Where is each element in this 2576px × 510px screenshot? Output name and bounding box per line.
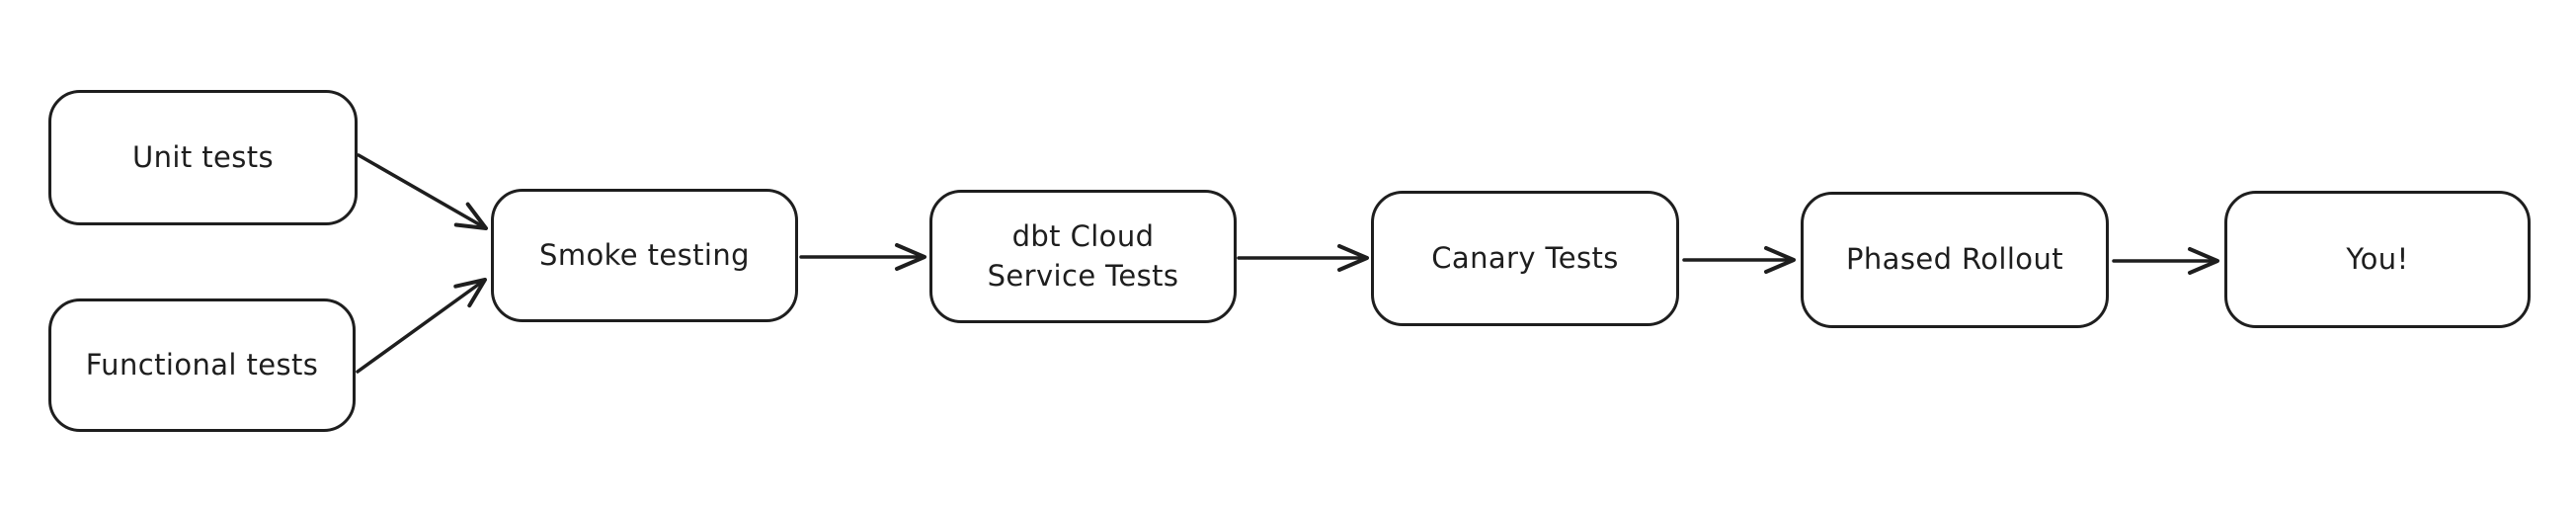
node-functional-tests: Functional tests [48,298,356,432]
node-dbt-cloud-service-tests: dbt Cloud Service Tests [929,190,1237,323]
node-canary-tests: Canary Tests [1371,191,1679,326]
node-unit-tests: Unit tests [48,90,358,225]
node-phased-rollout: Phased Rollout [1801,192,2109,328]
node-you: You! [2224,191,2531,328]
node-smoke-testing: Smoke testing [491,189,798,322]
edge-unit-tests-to-smoke-testing [357,153,488,230]
edge-functional-tests-to-smoke-testing [356,278,487,374]
